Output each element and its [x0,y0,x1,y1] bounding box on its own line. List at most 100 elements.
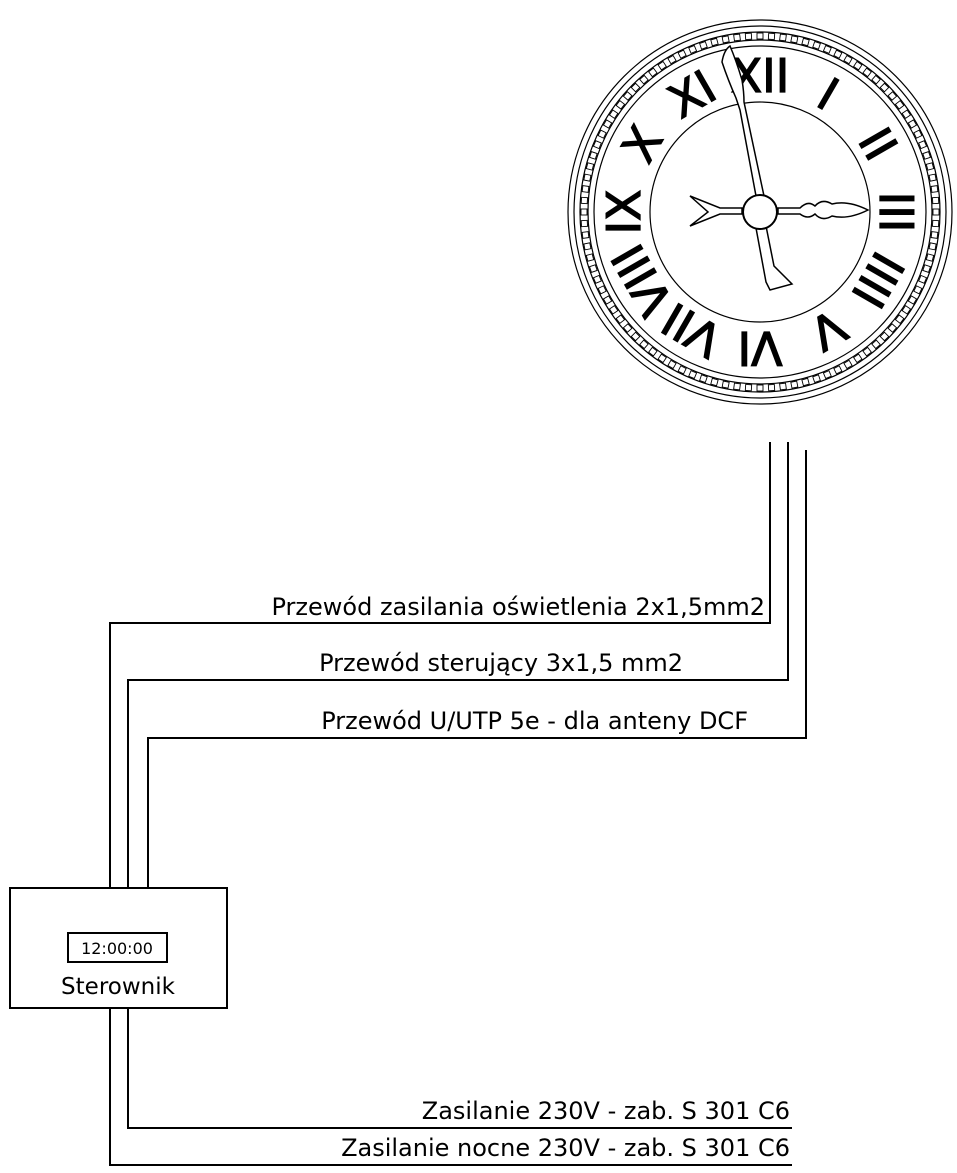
clock-bead [862,67,872,78]
clock-bead [907,295,918,305]
clock-bead [639,74,649,85]
clock-bead [630,82,641,93]
clock-bead-band [580,32,940,392]
clock-bead [733,33,741,42]
clock-bead [597,285,607,295]
clock-bead [580,196,589,205]
clock-bead [930,185,939,193]
clock-bead [583,173,592,182]
clock-bead [756,32,764,40]
control-cable-label: Przewód sterujący 3x1,5 mm2 [319,649,683,677]
clock-bead [710,37,719,47]
clock-bead [630,331,641,342]
clock-bead [862,346,872,357]
clock-bead [677,49,687,59]
controller-box: 12:00:00 Sterownik [9,887,228,1009]
clock-minute-hand-tail [755,225,794,291]
clock-bead [901,109,912,120]
clock-bead [913,129,923,139]
clock-bead [918,274,928,284]
clock-bead [779,382,787,391]
clock-bead [767,383,776,392]
clock-bead [894,100,905,110]
clock-bead [833,365,843,375]
clock-bead [688,44,698,54]
clock-bead [833,49,843,59]
clock-bead [744,383,753,392]
clock-bead [580,219,589,228]
clock-bead-ring-inner [587,39,933,385]
clock-bead [648,346,658,357]
clock-bead [580,208,588,216]
controller-label: Sterownik [61,974,176,1000]
clock-bead [721,380,730,389]
clock-bead [887,323,898,333]
cables: Przewód zasilania oświetlenia 2x1,5mm2 P… [109,442,807,888]
clock-bead [931,196,940,205]
clock-bead [812,40,821,50]
clock-bezel-ring [573,25,947,399]
clock-bead [597,129,607,139]
clock-numeral: II [848,119,908,170]
clock-bead [790,380,799,389]
clock-bead [843,359,853,370]
controller-display [67,932,168,963]
clock-bead [907,119,918,129]
clock-bead [608,304,619,315]
clock-bead [657,60,668,71]
clock-numeral: X [611,117,674,171]
clock-bead [932,208,940,216]
antenna-cable-label: Przewód U/UTP 5e - dla anteny DCF [321,707,748,735]
clock-bead [779,33,787,42]
clock-chapter-ring-inner [649,101,871,323]
clock-bead [922,151,932,160]
clock-bead [894,314,905,324]
clock-chapter-ring-outer [593,45,927,379]
clock-numeral: VI [737,321,782,375]
clock-bead [699,40,708,50]
clock-bead [592,140,602,150]
clock-bead [901,304,912,315]
clock-bead [879,331,890,342]
power-feeds: Zasilanie 230V - zab. S 301 C6 Zasilanie… [109,1008,792,1166]
clock-bead [930,231,939,239]
clock-bead [733,382,741,391]
clock-bead [657,353,668,364]
clock-bead [588,264,598,273]
clock-bead [887,91,898,101]
clock-hour-hand [777,200,870,220]
clock-bead [608,109,619,120]
clock-bead [852,353,863,364]
clock-numeral: IX [597,189,651,234]
clock-bead [767,32,776,41]
clock-numeral: III [869,192,923,233]
clock-bead [721,35,730,44]
clock-bead [585,162,595,171]
clock-bead [925,253,935,262]
clock-bead [852,60,863,71]
clock-bead [928,242,937,251]
clock-bead [879,82,890,93]
clock-numeral: V [800,299,855,362]
clock-bead [812,374,821,384]
clock-bead [918,140,928,150]
clock-bead-ring-outer [579,31,941,393]
clock-bead [922,264,932,273]
clock-bead [756,384,764,392]
control-cable-line [127,442,789,888]
clock-numeral: I [809,67,848,121]
main-power-label: Zasilanie 230V - zab. S 301 C6 [422,1097,790,1125]
night-power-label: Zasilanie nocne 230V - zab. S 301 C6 [341,1134,790,1162]
clock-bead [588,151,598,160]
clock-bead [639,339,649,350]
clock-bead [928,173,937,182]
antenna-cable-line [147,450,807,888]
clock-bead [583,242,592,251]
clock-bead [931,219,940,228]
lighting-cable-label: Przewód zasilania oświetlenia 2x1,5mm2 [272,593,766,621]
clock-bead [790,35,799,44]
clock-bead [581,231,590,239]
clock-bead [677,365,687,375]
